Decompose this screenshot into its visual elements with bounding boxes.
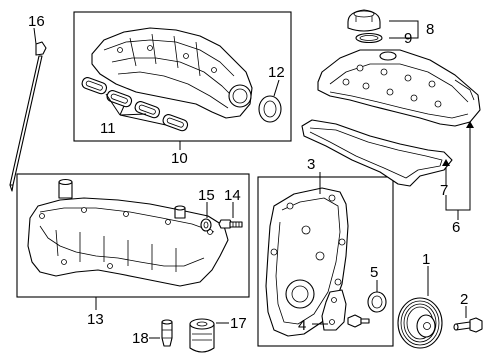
callout-10: 10 xyxy=(171,150,188,167)
callout-11: 11 xyxy=(100,120,116,137)
callout-18: 18 xyxy=(132,330,149,347)
leader-lines xyxy=(33,20,471,339)
valve-cover-gasket xyxy=(301,119,453,187)
callout-5: 5 xyxy=(370,264,378,281)
callout-4: 4 xyxy=(298,317,306,334)
callout-16: 16 xyxy=(28,13,45,30)
callout-15: 15 xyxy=(198,187,215,204)
callout-14: 14 xyxy=(224,187,241,204)
oil-pan xyxy=(27,197,229,287)
oil-pan-group-box xyxy=(16,173,250,298)
intake-manifold xyxy=(91,27,253,119)
callout-9: 9 xyxy=(404,30,412,47)
callout-2: 2 xyxy=(460,291,468,308)
callout-17: 17 xyxy=(230,315,247,332)
crankshaft-pulley xyxy=(397,297,443,349)
drain-plug-bolt xyxy=(218,219,243,229)
arrowheads xyxy=(442,121,474,166)
callout-12: 12 xyxy=(268,64,285,81)
timing-cover-group-box xyxy=(257,176,394,347)
oil-filler-cap xyxy=(347,9,381,32)
front-crank-seal xyxy=(367,291,387,313)
intake-manifold-group-box xyxy=(73,11,292,142)
callout-1: 1 xyxy=(422,251,430,268)
dipstick xyxy=(9,41,47,192)
callout-3: 3 xyxy=(307,156,315,173)
oil-filter-adapter xyxy=(161,319,173,347)
valve-cover xyxy=(317,49,481,127)
callout-6: 6 xyxy=(452,219,460,236)
oil-filter xyxy=(189,318,215,353)
guide-bolt xyxy=(347,314,370,328)
callout-8: 8 xyxy=(426,21,434,38)
callout-7: 7 xyxy=(440,182,448,199)
chain-guide xyxy=(321,289,347,331)
intake-gaskets xyxy=(81,77,189,132)
cap-seal-ring xyxy=(355,32,383,44)
callout-13: 13 xyxy=(87,311,104,328)
oil-pan-plug-right xyxy=(174,205,186,219)
throttle-body-gasket xyxy=(258,95,282,123)
drain-plug-washer xyxy=(200,218,212,232)
pulley-bolt xyxy=(453,317,483,333)
oil-pan-plug-left xyxy=(58,178,73,199)
